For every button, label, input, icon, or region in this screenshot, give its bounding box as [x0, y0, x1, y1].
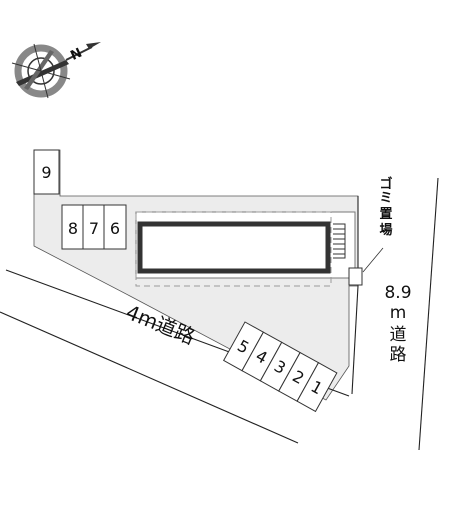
- parking-row-bottom: 5 4 3 2 1: [222, 321, 338, 413]
- parking-slot-9: [33, 149, 60, 195]
- road-89m-west-edge-lower: [351, 285, 359, 395]
- garbage-label-char-3: 置: [379, 207, 392, 222]
- building-main: [137, 221, 331, 274]
- parking-slot-7-label: 7: [89, 219, 99, 238]
- road-89m-width: 8.9: [384, 283, 411, 303]
- road-89m-char-2: 路: [390, 345, 407, 365]
- garbage-label-char-2: ミ: [379, 191, 392, 206]
- garbage-label: ゴ ミ 置 場: [379, 176, 392, 238]
- parking-slot-9-label: 9: [41, 163, 51, 182]
- parking-slot-6-label: 6: [110, 219, 120, 238]
- road-4m-south-edge: [0, 311, 299, 444]
- garbage-label-char-4: 場: [379, 222, 392, 238]
- parking-row-top: 8 7 6: [61, 204, 127, 250]
- road-89m-east-edge: [418, 177, 439, 451]
- north-letter: N: [68, 46, 84, 64]
- stairs: [333, 223, 346, 259]
- parking-slot-1: [296, 362, 338, 413]
- garbage-leader-line: [362, 247, 384, 273]
- compass-rose-icon: N: [11, 42, 101, 99]
- parking-slot-8-label: 8: [68, 219, 78, 238]
- garbage-area: [348, 267, 363, 286]
- road-89m-unit: m: [390, 303, 407, 323]
- eave-dashed: [135, 211, 332, 287]
- garbage-label-char-1: ゴ: [379, 176, 392, 192]
- road-89m-label: 8.9 m 道 路: [384, 283, 411, 365]
- road-89m-char-1: 道: [390, 325, 407, 345]
- parking-slot-6: [103, 204, 127, 250]
